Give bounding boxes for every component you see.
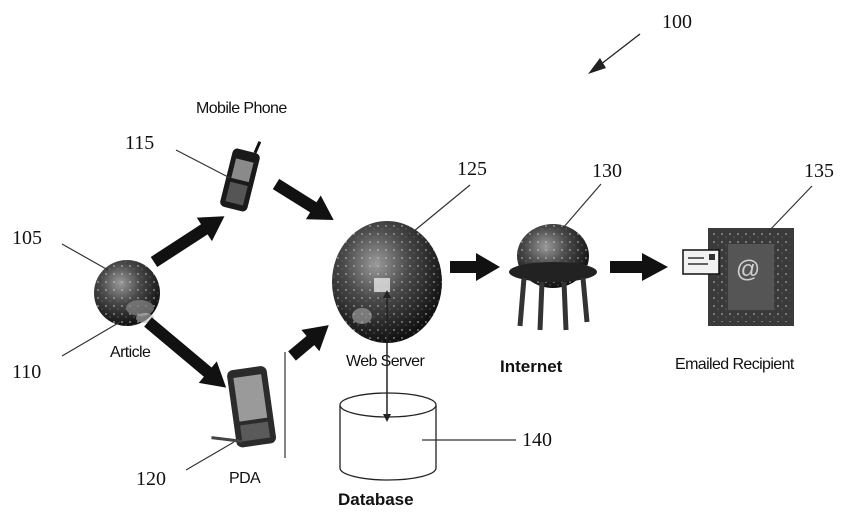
leader-115 [175, 149, 231, 179]
ref-120: 120 [136, 468, 166, 490]
web-server-globe-icon [332, 221, 442, 343]
arrow-article-to-pda [144, 317, 227, 388]
arrow-article-to-phone [150, 216, 225, 268]
arrow-pda-to-server [288, 325, 329, 361]
ref-110: 110 [12, 361, 41, 383]
mobile-phone-label: Mobile Phone [196, 100, 287, 117]
ref-115: 115 [125, 132, 154, 154]
pda-label: PDA [229, 470, 261, 487]
figure-number: 100 [662, 11, 692, 33]
figure-pointer-arrow [588, 33, 641, 74]
leader-130 [562, 183, 602, 229]
arrow-server-to-internet [450, 253, 500, 281]
leader-135 [767, 185, 813, 233]
database-cylinder-icon [339, 392, 437, 481]
pda-icon [211, 366, 277, 448]
arrow-internet-to-recipient [610, 253, 668, 281]
ref-125: 125 [457, 158, 487, 180]
article-label: Article [110, 344, 151, 361]
article-globe-icon [94, 260, 160, 326]
email-envelope-icon: @ [682, 228, 794, 326]
web-server-label: Web Server [346, 353, 425, 370]
internet-satellite-icon [509, 224, 597, 331]
leader-120 [185, 441, 235, 471]
svg-text:@: @ [736, 256, 760, 283]
arrow-phone-to-server [272, 178, 334, 221]
database-label: Database [338, 490, 414, 509]
emailed-recipient-label: Emailed Recipient [675, 356, 795, 373]
internet-label: Internet [500, 357, 563, 376]
ref-135: 135 [804, 160, 834, 182]
leader-105 [61, 243, 109, 271]
mobile-phone-icon [220, 141, 262, 212]
ref-105: 105 [12, 227, 42, 249]
leader-110 [61, 321, 121, 357]
ref-140: 140 [522, 429, 552, 451]
ref-130: 130 [592, 160, 622, 182]
leader-125 [407, 184, 471, 237]
